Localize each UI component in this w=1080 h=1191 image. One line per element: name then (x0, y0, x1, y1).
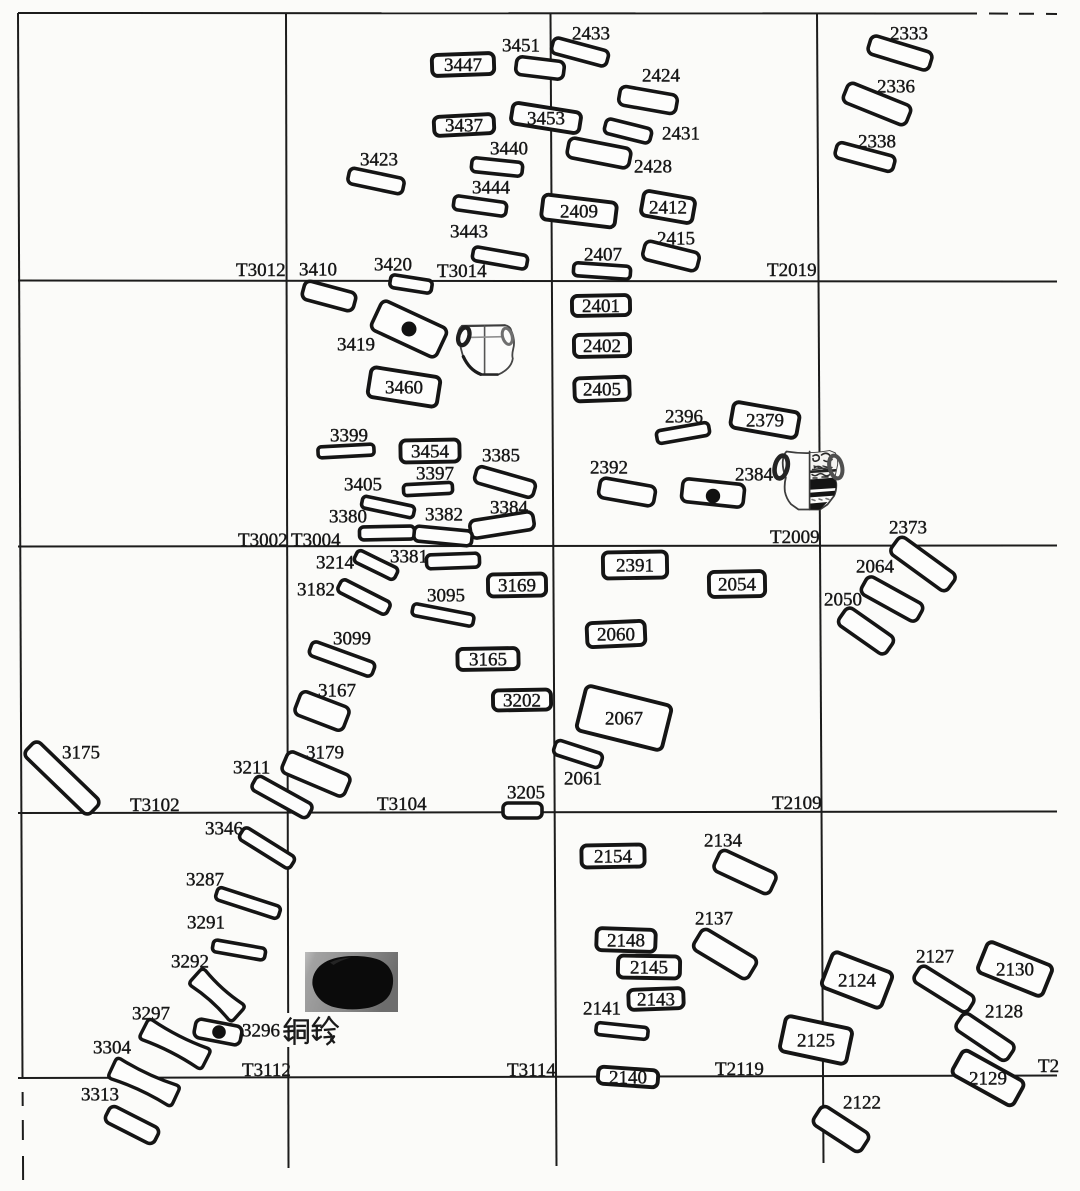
svg-text:T3004: T3004 (291, 530, 341, 551)
svg-text:3214: 3214 (316, 553, 355, 574)
svg-text:2433: 2433 (572, 24, 610, 45)
svg-text:2391: 2391 (616, 556, 654, 577)
svg-text:2428: 2428 (634, 157, 672, 178)
svg-text:2424: 2424 (642, 66, 681, 87)
svg-text:3169: 3169 (498, 576, 536, 597)
svg-text:2396: 2396 (665, 407, 703, 428)
svg-text:T3014: T3014 (437, 261, 487, 282)
svg-text:2336: 2336 (877, 77, 915, 98)
svg-text:3382: 3382 (425, 505, 463, 526)
svg-text:3419: 3419 (337, 335, 375, 356)
svg-text:T3102: T3102 (130, 795, 180, 816)
svg-text:2067: 2067 (605, 709, 643, 730)
svg-text:2145: 2145 (630, 958, 668, 979)
svg-text:2379: 2379 (746, 411, 784, 432)
svg-text:2392: 2392 (590, 458, 628, 479)
svg-text:3423: 3423 (360, 150, 398, 171)
svg-text:2125: 2125 (797, 1031, 835, 1052)
svg-text:3381: 3381 (390, 547, 428, 568)
svg-text:3296: 3296 (242, 1021, 280, 1042)
svg-text:2384: 2384 (735, 465, 774, 486)
svg-text:3447: 3447 (444, 55, 482, 76)
svg-text:3211: 3211 (233, 758, 270, 779)
svg-text:2061: 2061 (564, 769, 602, 790)
svg-text:2122: 2122 (843, 1093, 881, 1114)
svg-text:3420: 3420 (374, 255, 412, 276)
svg-text:2137: 2137 (695, 909, 733, 930)
svg-text:3165: 3165 (469, 650, 507, 671)
svg-text:3380: 3380 (329, 507, 367, 528)
svg-text:2050: 2050 (824, 590, 862, 611)
svg-text:3095: 3095 (427, 586, 465, 607)
svg-text:2143: 2143 (637, 990, 675, 1011)
svg-text:2373: 2373 (889, 518, 927, 539)
svg-text:3287: 3287 (186, 870, 224, 891)
svg-text:3099: 3099 (333, 629, 371, 650)
svg-text:2064: 2064 (856, 557, 895, 578)
svg-text:2402: 2402 (583, 336, 621, 357)
svg-text:3410: 3410 (299, 260, 337, 281)
svg-text:2338: 2338 (858, 132, 896, 153)
svg-text:2141: 2141 (583, 999, 621, 1020)
svg-text:T3114: T3114 (507, 1060, 556, 1081)
svg-text:3385: 3385 (482, 446, 520, 467)
svg-text:3437: 3437 (445, 116, 483, 137)
svg-text:3384: 3384 (490, 498, 529, 519)
svg-text:T2019: T2019 (767, 260, 817, 281)
svg-text:T3104: T3104 (377, 794, 427, 815)
svg-text:2134: 2134 (704, 831, 743, 852)
svg-text:T3012: T3012 (236, 260, 286, 281)
svg-text:3451: 3451 (502, 36, 540, 57)
svg-text:2054: 2054 (718, 575, 757, 596)
svg-text:3179: 3179 (306, 743, 344, 764)
svg-text:3444: 3444 (472, 178, 511, 199)
svg-text:T2009: T2009 (770, 527, 820, 548)
svg-text:T3112: T3112 (242, 1060, 291, 1081)
svg-text:2130: 2130 (996, 960, 1034, 981)
svg-text:3405: 3405 (344, 475, 382, 496)
svg-text:2431: 2431 (662, 124, 700, 145)
svg-text:2127: 2127 (916, 947, 954, 968)
svg-text:3313: 3313 (81, 1085, 119, 1106)
svg-text:T2: T2 (1038, 1056, 1059, 1077)
svg-text:3399: 3399 (330, 426, 368, 447)
svg-text:2407: 2407 (584, 245, 622, 266)
svg-text:2401: 2401 (582, 296, 620, 317)
svg-text:2140: 2140 (609, 1068, 647, 1089)
svg-text:3297: 3297 (132, 1004, 170, 1025)
svg-text:3397: 3397 (416, 464, 454, 485)
svg-text:2128: 2128 (985, 1002, 1023, 1023)
svg-text:2124: 2124 (838, 971, 877, 992)
svg-text:3205: 3205 (507, 783, 545, 804)
svg-text:3453: 3453 (527, 109, 565, 130)
svg-text:3167: 3167 (318, 681, 356, 702)
svg-text:3304: 3304 (93, 1038, 132, 1059)
svg-text:2333: 2333 (890, 24, 928, 45)
svg-text:2060: 2060 (597, 625, 635, 646)
svg-text:3175: 3175 (62, 743, 100, 764)
svg-text:T2109: T2109 (772, 793, 822, 814)
svg-text:3460: 3460 (385, 378, 423, 399)
svg-text:2415: 2415 (657, 229, 695, 250)
svg-text:3346: 3346 (205, 819, 243, 840)
svg-text:T2119: T2119 (715, 1059, 764, 1080)
svg-text:2409: 2409 (560, 202, 598, 223)
svg-text:3182: 3182 (297, 580, 335, 601)
svg-text:3454: 3454 (411, 442, 450, 463)
svg-text:3443: 3443 (450, 222, 488, 243)
svg-text:2129: 2129 (969, 1069, 1007, 1090)
svg-text:2148: 2148 (607, 931, 645, 952)
svg-text:2405: 2405 (583, 380, 621, 401)
svg-text:2154: 2154 (594, 847, 633, 868)
svg-text:3440: 3440 (490, 139, 528, 160)
svg-text:3202: 3202 (503, 691, 541, 712)
svg-text:T3002: T3002 (238, 530, 288, 551)
svg-text:3291: 3291 (187, 913, 225, 934)
svg-text:3292: 3292 (171, 952, 209, 973)
svg-text:2412: 2412 (649, 198, 687, 219)
